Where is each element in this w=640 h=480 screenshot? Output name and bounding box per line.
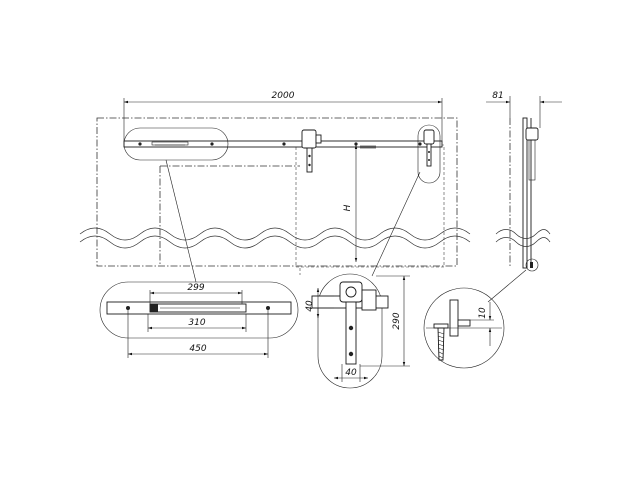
detail-oval xyxy=(99,281,299,339)
door-leaf-left-edge xyxy=(159,165,300,266)
rail-screw xyxy=(418,142,422,146)
side-callout-circle xyxy=(525,258,539,272)
detail-stop: 299 310 450 xyxy=(99,281,299,358)
side-door-panel xyxy=(522,117,528,269)
detail-oval xyxy=(317,273,383,389)
rail-screw xyxy=(138,142,142,146)
leader-left-detail xyxy=(165,159,197,283)
roller-wheel xyxy=(345,286,357,298)
break-line-upper xyxy=(79,227,471,241)
dim-clearance: 10 xyxy=(478,307,488,319)
dim-detail-width: 450 xyxy=(189,344,206,354)
door-panel-bottom xyxy=(449,299,459,337)
leader-side-detail xyxy=(487,269,527,303)
guide-cap xyxy=(457,319,471,327)
side-roller xyxy=(525,127,539,141)
dim-side-depth: 81 xyxy=(492,91,503,101)
dim-hanger-width: 40 xyxy=(345,368,357,378)
detail-screw xyxy=(266,306,270,310)
hanger-bolt xyxy=(348,351,354,357)
dim-height: H xyxy=(343,204,353,211)
roller-hanger-center xyxy=(301,129,322,173)
screw-thread xyxy=(437,331,445,359)
dim-hanger-height: 290 xyxy=(392,312,402,329)
door-opening-outline xyxy=(96,117,458,267)
side-bracket xyxy=(528,139,536,181)
detail-floor-guide: 10 xyxy=(423,287,505,369)
leader-right-detail xyxy=(371,171,421,277)
stop-end xyxy=(150,304,158,312)
rail-screw xyxy=(354,142,358,146)
break-line-lower xyxy=(79,235,471,249)
front-view: 2000 H xyxy=(79,91,471,275)
dim-bracket-offset: 40 xyxy=(305,300,315,312)
callout-oval-left xyxy=(123,127,229,161)
hanger-strap xyxy=(345,301,357,365)
detail-circle xyxy=(423,287,505,369)
dim-rail-length: 2000 xyxy=(272,91,295,101)
side-break-lower xyxy=(495,237,551,247)
guide-plate xyxy=(433,323,449,329)
detail-screw xyxy=(126,306,130,310)
anti-jump-block xyxy=(361,289,377,311)
hanger-bolt xyxy=(348,325,354,331)
dim-stop-span: 299 xyxy=(187,283,204,293)
side-view: 81 xyxy=(486,91,562,272)
roller-hanger-right xyxy=(417,124,441,184)
door-leaf-right xyxy=(295,144,445,268)
floor-guide-marker xyxy=(530,262,533,268)
dim-stop-body: 310 xyxy=(188,318,205,328)
rail-screw xyxy=(210,142,214,146)
rail-screw xyxy=(282,142,286,146)
side-break-upper xyxy=(495,229,551,239)
detail-hanger: 40 290 40 xyxy=(305,273,410,389)
